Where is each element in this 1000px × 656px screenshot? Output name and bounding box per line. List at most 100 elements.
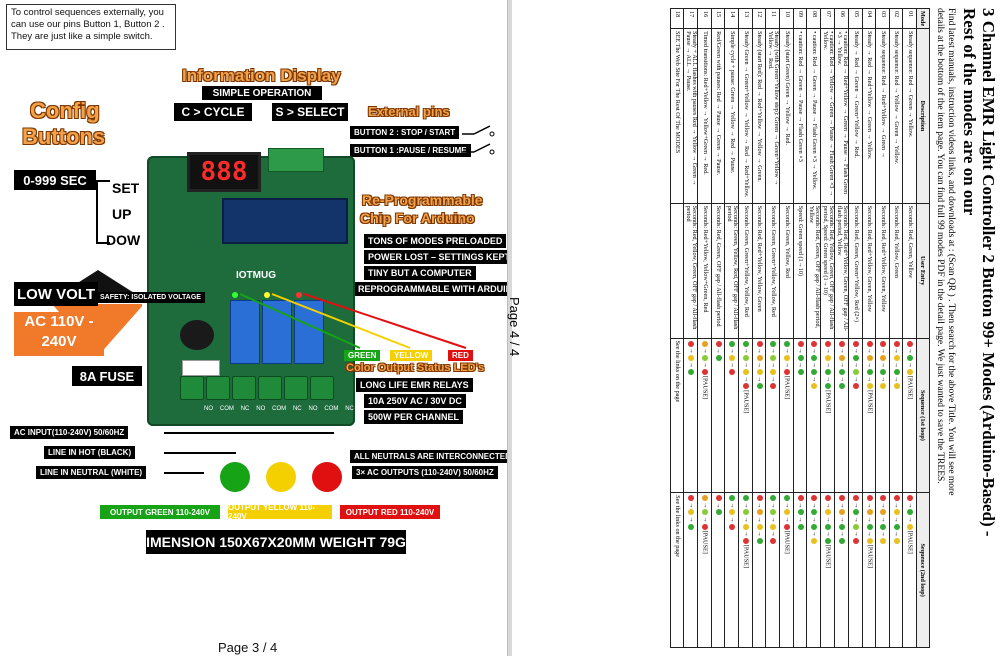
arrow-icon: → [715, 502, 723, 509]
sequence-loop2-cell: →→→[PAUSE] [739, 492, 753, 648]
column-header: Mode [916, 8, 930, 29]
external-pins-title: External pins [368, 104, 450, 119]
arrow-icon: → [866, 361, 874, 368]
arrow-icon: → [866, 375, 874, 383]
feature-reprogrammable: REPROGRAMMABLE WITH ARDUINO. [354, 282, 526, 296]
pause-label: [PAUSE] [742, 390, 750, 414]
arrow-icon: → [756, 530, 764, 537]
light-dot-icon [797, 509, 804, 516]
seven-segment-display: 888 [187, 152, 261, 192]
sequence-loop1-cell: →→ [684, 338, 698, 493]
sequence-loop2-cell: →→ [725, 492, 739, 648]
user-entry-cell: Seconds: Red, Green, Yellow [903, 203, 917, 339]
information-display-title: Information Display [182, 66, 341, 85]
description-cell: Simple cycle + pause: Green → Yellow → R… [725, 28, 739, 204]
relay-spec-2: 10A 250V AC / 30V DC [364, 394, 466, 408]
light-dot-icon [866, 383, 873, 390]
light-dot-icon [839, 383, 846, 390]
pause-label: [PAUSE] [701, 530, 709, 554]
sequence-loop2-cell: →→→[PAUSE] [821, 492, 835, 648]
input-terminal [180, 376, 204, 400]
arrow-icon: → [839, 361, 847, 368]
output-terminal-4 [284, 376, 308, 400]
terminal-label: NC [240, 406, 250, 412]
arrow-icon: → [729, 516, 737, 523]
output-terminal-5 [310, 376, 334, 400]
arduino-nano-chip [222, 198, 348, 244]
green-output-lamp [220, 462, 250, 492]
light-dot-icon [729, 509, 736, 516]
light-dot-icon [715, 340, 722, 347]
light-dot-icon [702, 509, 709, 516]
arrow-icon: → [770, 375, 778, 383]
manual-page-4: 3 Channel EMR Light Controller 2 Button … [507, 0, 1000, 656]
light-dot-icon [893, 509, 900, 516]
pause-label: [PAUSE] [783, 375, 791, 400]
output-green-label: OUTPUT GREEN 110-240V [100, 505, 220, 519]
arrow-icon: → [701, 516, 709, 523]
description-cell: SEE The Web Site For The Rest Of The MOD… [670, 28, 684, 204]
mode-cell: 05 [849, 8, 863, 29]
feature-modes: TONS OF MODES PRELOADED [364, 234, 507, 248]
feature-computer: TINY BUT A COMPUTER [364, 266, 476, 280]
light-dot-icon [702, 523, 709, 530]
light-dot-icon [729, 495, 736, 502]
light-dot-icon [784, 495, 791, 502]
arrow-icon: → [893, 347, 901, 354]
light-dot-icon [907, 340, 914, 347]
arrow-icon: → [701, 347, 709, 354]
light-dot-icon [839, 509, 846, 516]
arrow-icon: → [866, 347, 874, 354]
light-dot-icon [825, 340, 832, 347]
arrow-icon: → [906, 516, 914, 523]
arrow-icon: → [893, 361, 901, 368]
user-entry-cell: Seconds: Green, Yellow, Red, OFF gap / A… [725, 203, 740, 339]
description-cell: Steady + ALL flashes with pauses Red → Y… [684, 28, 699, 204]
arrow-icon: → [742, 347, 750, 354]
light-dot-icon [825, 537, 832, 544]
neutral-wire [164, 472, 204, 474]
description-cell: • caution: Red → Red+Yellow → Green → Pa… [835, 28, 850, 204]
arrow-icon: → [811, 502, 819, 509]
arrow-icon: → [825, 361, 833, 368]
light-dot-icon [825, 368, 832, 375]
user-entry-cell: Speed: Green speed (1→10) [793, 203, 807, 339]
light-dot-icon [893, 354, 900, 361]
light-dot-icon [853, 383, 860, 390]
arrow-icon: → [783, 516, 791, 523]
light-dot-icon [756, 495, 763, 502]
line-hot-label: LINE IN HOT (BLACK) [44, 446, 136, 459]
manual-page-3: To control sequences externally, you can… [6, 4, 526, 655]
light-dot-icon [880, 383, 887, 390]
external-control-note: To control sequences externally, you can… [6, 4, 176, 50]
mode-cell: 06 [835, 8, 849, 29]
terminal-label: NC [345, 406, 354, 412]
green-tag: GREEN [344, 350, 381, 361]
light-dot-icon [866, 340, 873, 347]
light-dot-icon [784, 368, 791, 375]
terminal-label: NO [204, 406, 213, 412]
arrow-icon: → [852, 347, 860, 354]
arrow-icon: → [742, 530, 750, 537]
sequence-loop2-cell: See the links on the page [670, 492, 684, 648]
capacitor [180, 320, 214, 350]
arrow-icon: → [742, 375, 750, 383]
arrow-icon: → [906, 361, 914, 368]
light-dot-icon [688, 354, 695, 361]
light-dot-icon [729, 523, 736, 530]
yellow-status-led [264, 292, 270, 298]
user-entry-cell: Seconds: Red, Yellow, Green, OFF gap / A… [821, 203, 836, 339]
description-cell: • caution: Red → Green → Pause → Flash G… [793, 28, 807, 204]
light-dot-icon [784, 340, 791, 347]
light-dot-icon [784, 523, 791, 530]
arrow-icon: → [701, 361, 709, 368]
sequence-loop2-cell: →→[PAUSE] [698, 492, 712, 648]
light-dot-icon [907, 523, 914, 530]
table-row: 07• caution: Red → Yellow → Green → Paus… [821, 8, 836, 648]
description-cell: Steady (start Green) Green → Yellow → Re… [780, 28, 794, 204]
arrow-icon: → [825, 516, 833, 523]
